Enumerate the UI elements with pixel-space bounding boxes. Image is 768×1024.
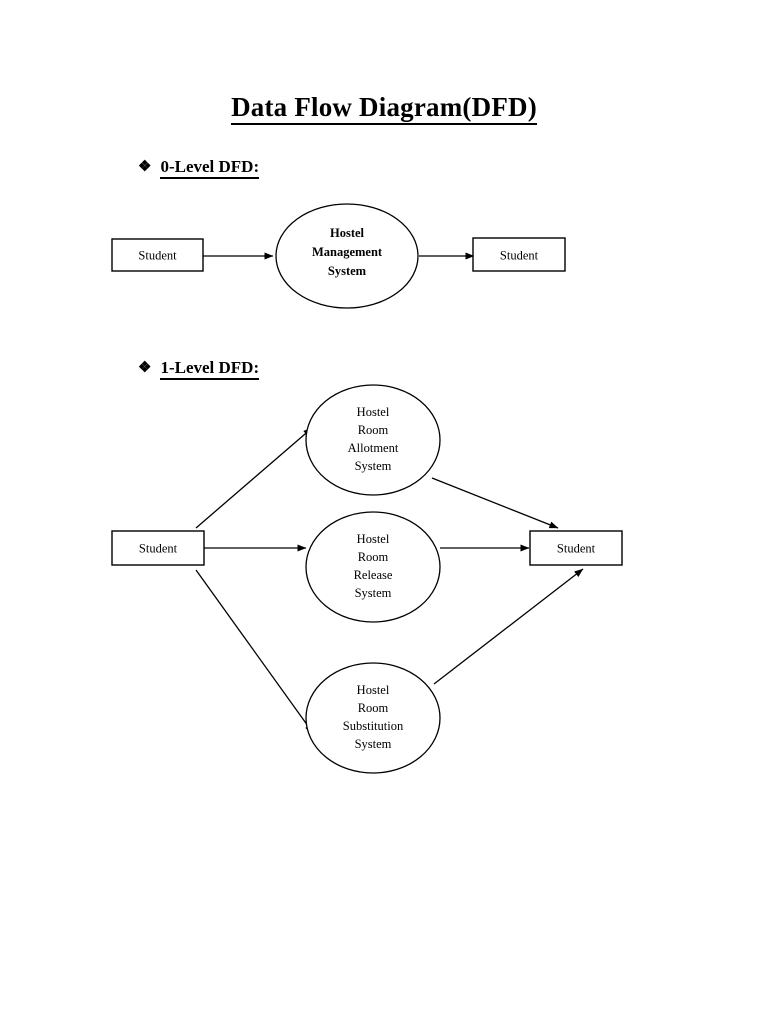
level1-process-2[interactable]: Hostel Room Release System [305, 511, 441, 623]
level0-process-line-1: Hostel [330, 226, 365, 240]
level1-process-1-line-2: Room [358, 423, 389, 437]
level1-process-2-line-2: Room [358, 550, 389, 564]
diamond-bullet-icon: ❖ [138, 359, 152, 376]
process-ellipse [305, 662, 441, 774]
level1-process-1[interactable]: Hostel Room Allotment System [305, 384, 441, 496]
page-title: Data Flow Diagram(DFD) [0, 92, 768, 125]
section-heading-level0-label: 0-Level DFD: [160, 157, 260, 179]
level1-source-entity-label: Student [139, 542, 178, 556]
level1-flow-process-3-to-sink [433, 568, 584, 685]
process-ellipse [305, 511, 441, 623]
level0-source-entity[interactable]: Student [111, 238, 204, 272]
level0-process-line-3: System [328, 264, 367, 278]
level1-process-2-line-4: System [355, 586, 392, 600]
level1-process-2-line-1: Hostel [357, 532, 390, 546]
entity-box [111, 238, 204, 272]
section-heading-level1-label: 1-Level DFD: [160, 358, 260, 380]
level1-process-3-line-1: Hostel [357, 683, 390, 697]
level1-process-1-line-1: Hostel [357, 405, 390, 419]
process-ellipse [275, 203, 419, 309]
level1-flow-source-to-process-3 [195, 569, 314, 734]
section-heading-level1: ❖ 1-Level DFD: [138, 358, 260, 380]
level1-process-3-line-3: Substitution [343, 719, 404, 733]
level1-process-3-line-4: System [355, 737, 392, 751]
level1-process-1-line-3: Allotment [348, 441, 399, 455]
level1-sink-entity-label: Student [557, 542, 596, 556]
level0-process-line-2: Management [312, 245, 383, 259]
process-ellipse [305, 384, 441, 496]
level1-diagram: Student Hostel Room Allotment System [111, 384, 623, 774]
level1-source-entity[interactable]: Student [111, 530, 205, 566]
entity-box [111, 530, 205, 566]
level0-source-entity-label: Student [138, 249, 177, 263]
level0-process[interactable]: Hostel Management System [275, 203, 419, 309]
level1-process-3[interactable]: Hostel Room Substitution System [305, 662, 441, 774]
level1-flow-process-1-to-sink [431, 477, 559, 529]
level1-flow-source-to-process-1 [195, 427, 313, 529]
level1-process-3-line-2: Room [358, 701, 389, 715]
section-heading-level0: ❖ 0-Level DFD: [138, 157, 260, 179]
level1-process-1-line-4: System [355, 459, 392, 473]
diamond-bullet-icon: ❖ [138, 158, 152, 175]
level1-process-2-line-3: Release [354, 568, 393, 582]
level0-diagram: Student Hostel Management System Student [111, 203, 566, 309]
level0-sink-entity[interactable]: Student [472, 237, 566, 272]
level1-sink-entity[interactable]: Student [529, 530, 623, 566]
level0-sink-entity-label: Student [500, 249, 539, 263]
entity-box [529, 530, 623, 566]
page-title-text: Data Flow Diagram(DFD) [231, 92, 537, 125]
entity-box [472, 237, 566, 272]
